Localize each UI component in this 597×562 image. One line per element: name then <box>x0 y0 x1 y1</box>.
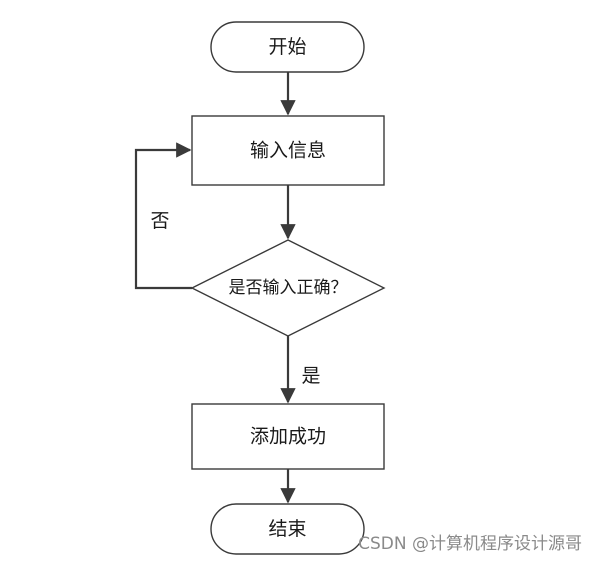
input-node-label: 输入信息 <box>250 140 326 162</box>
no-label: 否 <box>150 210 169 232</box>
watermark: CSDN @计算机程序设计源哥 <box>358 534 582 554</box>
decision-node-label: 是否输入正确？ <box>229 278 348 298</box>
yes-label: 是 <box>301 365 320 387</box>
start-node-label: 开始 <box>268 36 306 58</box>
input-node: 输入信息 <box>191 115 385 186</box>
edge-decision-no-loop <box>134 142 192 290</box>
end-node-label: 结束 <box>268 518 306 540</box>
add-node: 添加成功 <box>191 403 385 470</box>
decision-node: 是否输入正确？ <box>190 239 386 337</box>
end-node: 结束 <box>210 503 365 555</box>
start-node: 开始 <box>210 21 365 73</box>
add-node-label: 添加成功 <box>250 426 326 448</box>
